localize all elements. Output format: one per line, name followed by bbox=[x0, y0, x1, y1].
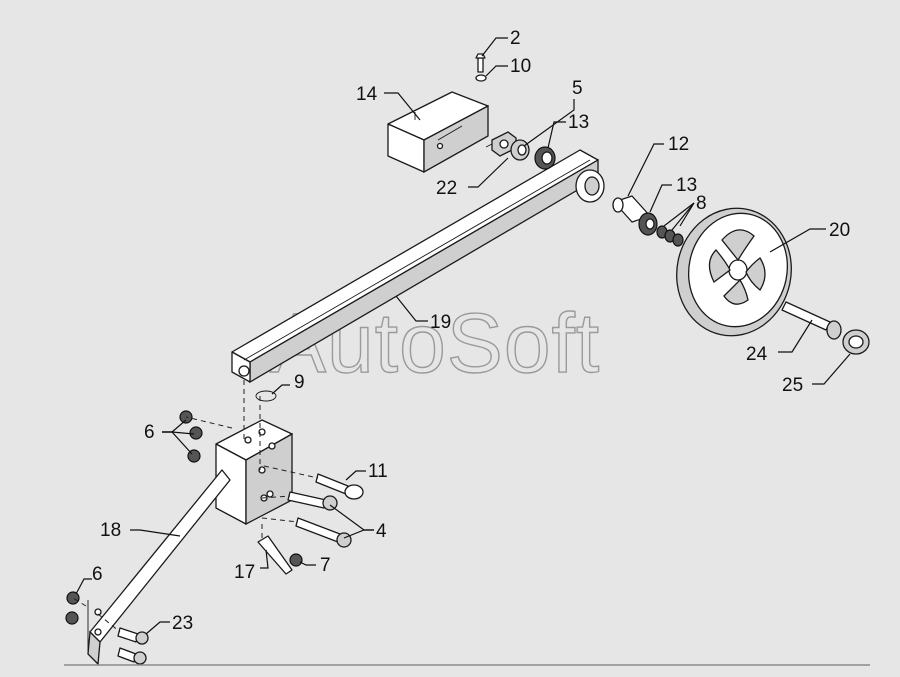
callout-9: 9 bbox=[294, 372, 305, 393]
leader-lines bbox=[75, 37, 851, 635]
callout-2: 2 bbox=[510, 28, 521, 49]
callout-24: 24 bbox=[746, 344, 768, 365]
part-11-bolt bbox=[315, 473, 364, 500]
part-13-bearing-top bbox=[534, 146, 556, 170]
callout-8: 8 bbox=[696, 193, 707, 214]
callout-7: 7 bbox=[320, 555, 331, 576]
part-19-beam bbox=[231, 149, 605, 384]
part-20-wheel bbox=[676, 207, 792, 337]
callout-18: 18 bbox=[100, 520, 121, 541]
part-13-bearing-right bbox=[638, 212, 658, 236]
part-7-nut bbox=[289, 553, 303, 567]
part-24-axle-bolt bbox=[781, 301, 842, 340]
callout-23: 23 bbox=[172, 613, 193, 634]
callout-5: 5 bbox=[572, 78, 583, 99]
part-10-washer bbox=[475, 74, 487, 82]
callout-10: 10 bbox=[510, 56, 531, 77]
callout-14: 14 bbox=[356, 84, 378, 105]
part-18-arm bbox=[87, 469, 231, 666]
part-9-pin-ring bbox=[255, 390, 277, 402]
callout-labels: 2 10 5 14 13 22 12 13 8 20 19 24 25 9 6 … bbox=[92, 28, 850, 634]
callout-13-right: 13 bbox=[676, 175, 697, 196]
callout-22: 22 bbox=[436, 178, 457, 199]
part-2-screw bbox=[475, 53, 486, 73]
part-12-sleeve bbox=[612, 195, 651, 223]
part-6-nuts-upper bbox=[179, 410, 203, 463]
callout-20: 20 bbox=[829, 220, 850, 241]
part-4-bolts bbox=[287, 491, 352, 548]
part-17-clip bbox=[257, 535, 293, 575]
callout-6-upper: 6 bbox=[144, 422, 155, 443]
part-23-bolts bbox=[117, 627, 149, 665]
callout-17: 17 bbox=[234, 562, 255, 583]
callout-11: 11 bbox=[368, 461, 388, 482]
callout-19: 19 bbox=[430, 312, 451, 333]
part-5-bushing bbox=[510, 139, 530, 161]
part-8-rings bbox=[656, 225, 684, 247]
part-25-cap bbox=[842, 329, 870, 355]
callout-13-top: 13 bbox=[568, 112, 589, 133]
assembly-lines bbox=[72, 380, 319, 633]
callout-6-lower: 6 bbox=[92, 564, 103, 585]
callout-4: 4 bbox=[376, 521, 387, 542]
callout-25: 25 bbox=[782, 375, 803, 396]
callout-12: 12 bbox=[668, 134, 689, 155]
part-bracket bbox=[215, 419, 293, 526]
part-6-nuts-lower bbox=[65, 591, 80, 625]
part-14-cover bbox=[387, 91, 489, 174]
